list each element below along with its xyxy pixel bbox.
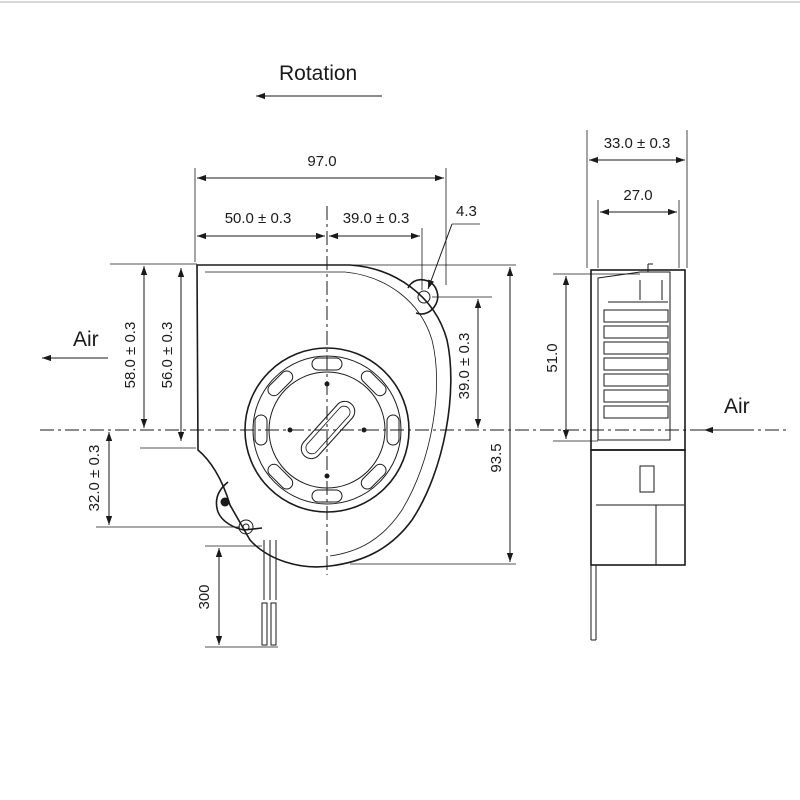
fan-front-view: [196, 264, 452, 646]
fan-housing: [196, 264, 452, 568]
dimension-hole-diameter: 4.3: [427, 203, 480, 290]
air-label-left: Air: [73, 328, 99, 351]
dimension-right-hole-height: 39.0 ± 0.3: [432, 296, 492, 428]
outlet-height-label: 51.0: [544, 343, 561, 372]
fan-side-view: [590, 263, 686, 641]
dimension-overall-height: 93.5: [350, 264, 516, 565]
bottom-hole-inner: [242, 523, 250, 531]
left-offset-label: 50.0 ± 0.3: [225, 210, 292, 227]
dimension-overall-width: 97.0: [194, 153, 447, 285]
bottom-lug: [215, 481, 263, 531]
dimension-right-offset: 39.0 ± 0.3: [329, 210, 423, 290]
hub-sticker: [300, 400, 356, 460]
lead-wires: [261, 540, 277, 646]
side-lower-body: [590, 449, 686, 566]
volute-line: [205, 271, 437, 557]
dimension-outlet-height: 51.0: [544, 273, 640, 442]
side-inner-label: 27.0: [623, 187, 652, 204]
rotation-label: Rotation: [279, 62, 357, 85]
right-offset-label: 39.0 ± 0.3: [343, 210, 410, 227]
dimension-side-thickness: 33.0 ± 0.3: [586, 130, 688, 268]
hole-diameter-label: 4.3: [456, 203, 477, 220]
spoke-slots: [254, 357, 400, 503]
side-connector: [639, 465, 655, 493]
dimension-left-offset: 50.0 ± 0.3: [197, 210, 325, 240]
air-inlet-right: Air: [704, 395, 752, 434]
dimension-side-inner: 27.0: [597, 187, 680, 268]
bottom-lug-dot: [220, 497, 230, 507]
dimension-lead-length: 300: [196, 545, 278, 648]
top-lug: [407, 278, 439, 315]
hub-sticker-inner: [305, 405, 351, 455]
side-body: [590, 269, 686, 451]
lower-offset-label: 32.0 ± 0.3: [86, 445, 103, 512]
air-label-right: Air: [724, 395, 750, 418]
side-inner-outline: [597, 271, 671, 441]
top-hole: [417, 290, 431, 304]
lead-length-label: 300: [196, 584, 213, 609]
right-hole-height-label: 39.0 ± 0.3: [456, 333, 473, 400]
top-height-outer-label: 58.0 ± 0.3: [122, 322, 139, 389]
air-inlet-left: Air: [42, 328, 108, 362]
side-blades: [603, 280, 669, 419]
side-thickness-label: 33.0 ± 0.3: [604, 135, 671, 152]
overall-width-label: 97.0: [307, 153, 336, 170]
overall-height-label: 93.5: [488, 443, 505, 472]
dimension-top-heights: 58.0 ± 0.3 56.0 ± 0.3: [110, 263, 197, 449]
dimension-lower-offset: 32.0 ± 0.3: [86, 432, 240, 528]
rotation-indicator: Rotation: [256, 62, 382, 100]
top-height-inner-label: 56.0 ± 0.3: [159, 322, 176, 389]
